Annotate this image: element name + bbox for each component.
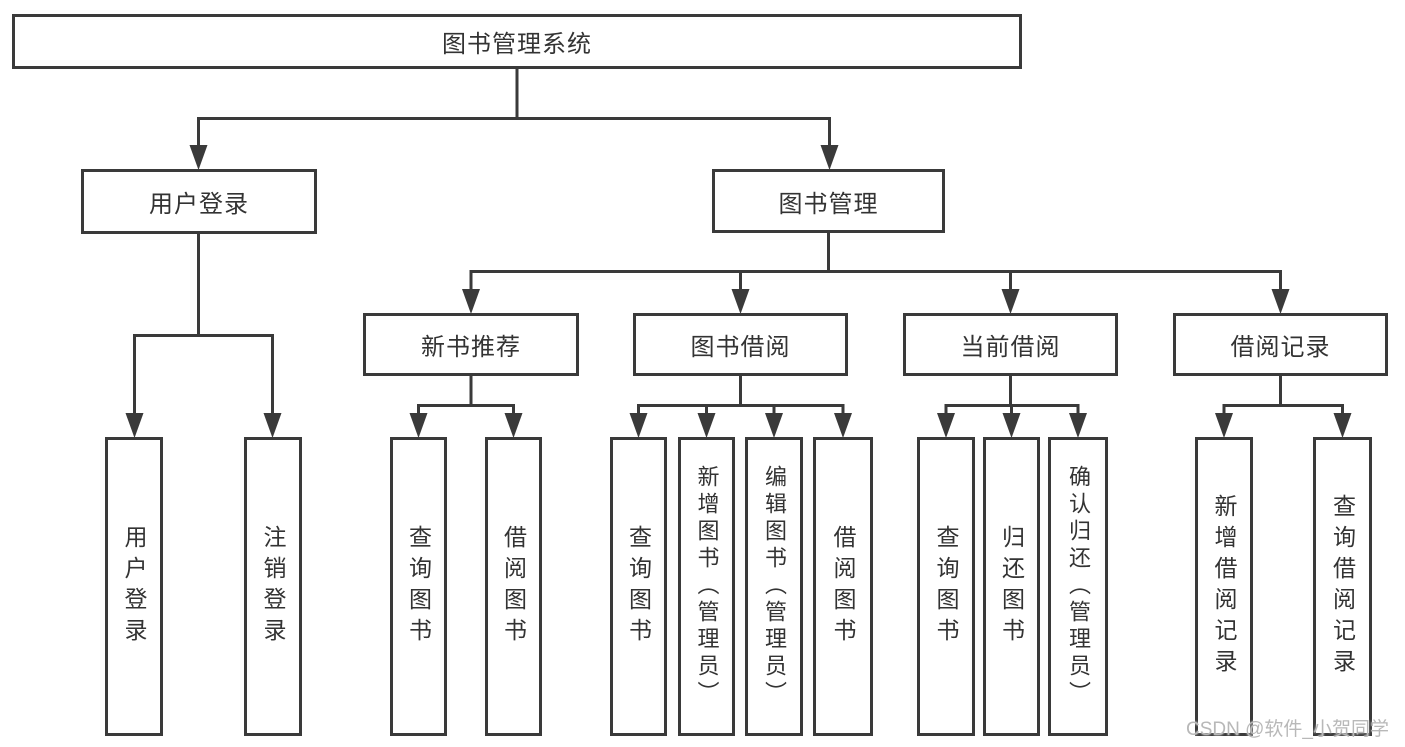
node-new-book-recommend: 新书推荐 [363,313,579,376]
arrowhead-icon [189,145,208,170]
node-user-login: 用户登录 [81,169,317,234]
arrowhead-icon [125,413,144,438]
node-book-management: 图书管理 [712,169,945,233]
node-root-system: 图书管理系统 [12,14,1022,69]
leaf-add-borrow-record: 新增借阅记录 [1195,437,1253,736]
csdn-watermark: CSDN @软件_小贺同学 [1186,719,1389,740]
arrowhead-icon [765,413,783,438]
arrowhead-icon [820,145,839,170]
arrowhead-icon [1069,413,1087,438]
arrowhead-icon [1271,289,1290,314]
arrowhead-icon [629,413,648,438]
leaf-logout: 注销登录 [244,437,302,736]
arrowhead-icon [504,413,523,438]
arrowhead-icon [834,413,852,438]
arrowhead-icon [1001,289,1020,314]
node-book-borrowing: 图书借阅 [633,313,848,376]
leaf-query-books: 查询图书 [610,437,667,736]
node-borrow-records: 借阅记录 [1173,313,1388,376]
leaf-add-books-admin: 新增图书（管理员） [678,437,735,736]
arrowhead-icon [697,413,716,438]
leaf-query-borrow-record: 查询借阅记录 [1313,437,1372,736]
leaf-confirm-return-admin: 确认归还（管理员） [1048,437,1108,736]
arrowhead-icon [937,413,955,438]
arrowhead-icon [1002,413,1021,438]
arrowhead-icon [409,413,428,438]
arrowhead-icon [731,289,750,314]
node-current-borrowing: 当前借阅 [903,313,1118,376]
leaf-query-books: 查询图书 [917,437,975,736]
leaf-edit-books-admin: 编辑图书（管理员） [745,437,803,736]
arrowhead-icon [1215,413,1233,438]
leaf-query-books: 查询图书 [390,437,447,736]
leaf-borrow-books: 借阅图书 [485,437,542,736]
arrowhead-icon [263,413,282,438]
leaf-user-login: 用户登录 [105,437,163,736]
leaf-return-books: 归还图书 [983,437,1040,736]
arrowhead-icon [1333,413,1352,438]
leaf-borrow-books: 借阅图书 [813,437,873,736]
arrowhead-icon [462,289,480,314]
